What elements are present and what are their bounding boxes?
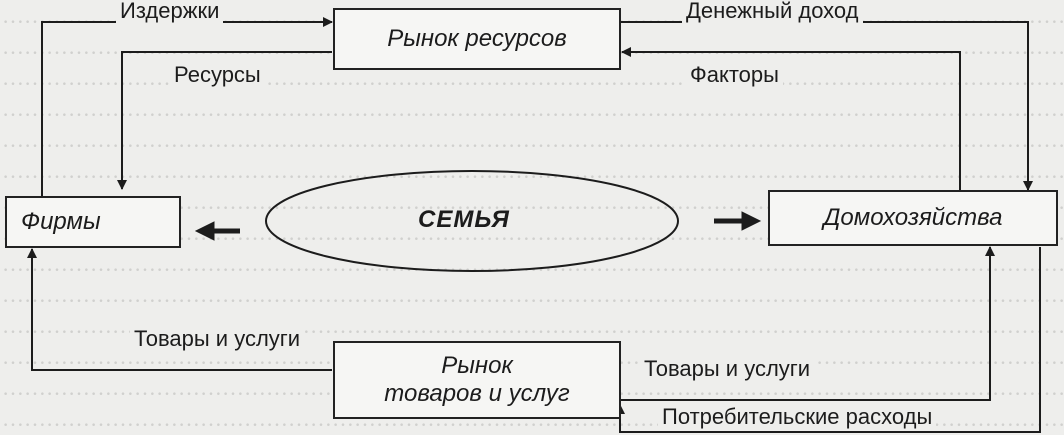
firms-label: Фирмы <box>21 208 101 235</box>
resource-market-box: Рынок ресурсов <box>333 8 621 70</box>
households-label: Домохозяйства <box>823 204 1003 231</box>
family-to-firms-arrowhead <box>194 221 215 241</box>
family-to-households-arrowhead <box>741 211 762 231</box>
consumer-spending-label: Потребительские расходы <box>658 404 937 430</box>
money-income-arrow <box>620 21 1033 191</box>
money-income-label: Денежный доход <box>682 0 863 24</box>
family-label: СЕМЬЯ <box>418 206 510 233</box>
goods-market-box: Рынок товаров и услуг <box>333 341 621 419</box>
costs-label: Издержки <box>116 0 224 24</box>
family-ellipse <box>265 170 679 272</box>
goods-market-label-line2: товаров и услуг <box>384 380 570 407</box>
goods-right-label: Товары и услуги <box>640 356 815 382</box>
resource-market-label: Рынок ресурсов <box>387 25 567 52</box>
goods-left-label: Товары и услуги <box>130 326 305 352</box>
factors-label: Факторы <box>686 62 783 88</box>
costs-arrow <box>41 17 333 196</box>
firms-box: Фирмы <box>5 196 181 248</box>
resources-label: Ресурсы <box>170 62 265 88</box>
goods-left-arrow <box>27 248 332 371</box>
goods-right-arrow <box>620 246 995 401</box>
factors-arrow <box>621 47 961 190</box>
goods-market-label-line1: Рынок <box>441 352 513 379</box>
households-box: Домохозяйства <box>768 190 1058 246</box>
resources-arrow <box>117 51 332 190</box>
